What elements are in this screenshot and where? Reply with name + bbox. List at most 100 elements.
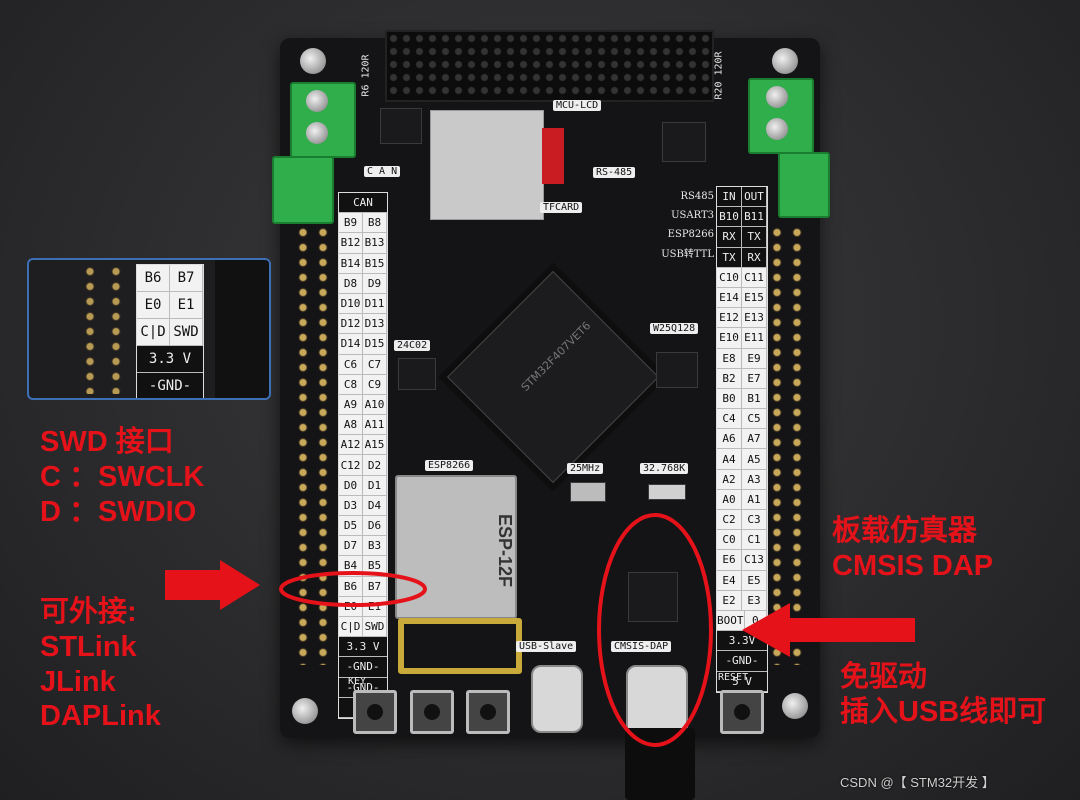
flash-chip [656, 352, 698, 388]
pin-label: D5 [339, 516, 363, 536]
power-pin-label: 5 V [717, 671, 767, 691]
pin-label: B15 [363, 253, 387, 273]
rs485-silk-label: RS-485 [593, 167, 636, 178]
esp-silk-label: ESP8266 [425, 460, 474, 471]
pin-label: A0 [717, 489, 742, 509]
corner-screw [782, 693, 808, 719]
pin-label: E12 [717, 308, 742, 328]
swd-title: SWD 接口 [40, 426, 174, 458]
pin-label: A7 [742, 429, 767, 449]
pin-label: C8 [339, 374, 363, 394]
can-transceiver-chip [380, 108, 422, 144]
pin-label: C10 [717, 267, 742, 287]
power-pin-label: -GND- [137, 373, 203, 398]
pin-label: A15 [363, 435, 387, 455]
pin-label: TX [742, 227, 767, 247]
tfcard-silk-label: TFCARD [540, 202, 583, 213]
swd-clk-line: C ：SWCLK [40, 460, 205, 493]
pin-label: E9 [742, 348, 767, 368]
pin-label: B8 [363, 213, 387, 233]
pin-label: RX [717, 227, 742, 247]
terminal-screw [766, 118, 788, 140]
pin-label: C|D [137, 319, 170, 345]
crystal-main-label: 25MHz [567, 463, 604, 474]
pin-label: C11 [742, 267, 767, 287]
onboard-debugger-annotation: 板载仿真器 CMSIS DAP [832, 514, 993, 584]
pin-label: D11 [363, 293, 387, 314]
swd-arrow [165, 560, 260, 610]
pin-label: A5 [742, 449, 767, 469]
pin-label: C13 [742, 550, 767, 570]
power-pin-label: 3.3 V [137, 346, 203, 372]
pin-label: E13 [742, 308, 767, 328]
pin-label: C12 [339, 455, 363, 475]
rs485-jumper-block [778, 152, 830, 218]
pin-label: TX [717, 247, 742, 267]
pin-label: A6 [717, 429, 742, 449]
power-pin-label: -GND- [339, 657, 387, 677]
flash-label: W25Q128 [650, 323, 699, 334]
pin-label: B6 [339, 576, 363, 596]
external-debugger-annotation: 可外接: STLink JLink DAPLink [40, 595, 161, 734]
driver-free-title: 免驱动 [840, 661, 928, 693]
can-silk-label: C A N [364, 166, 401, 177]
inset-board-edge [215, 260, 269, 398]
pin-label: B1 [742, 388, 767, 409]
pin-label: A9 [339, 394, 363, 415]
function-label: USART3 [671, 210, 714, 222]
pin-label: C5 [742, 409, 767, 429]
sd-card [542, 128, 564, 184]
pin-label: OUT [742, 187, 767, 207]
pin-label: D7 [339, 536, 363, 556]
driver-free-annotation: 免驱动 插入USB线即可 [840, 660, 1046, 730]
pin-label: A4 [717, 449, 742, 469]
reset-button [720, 690, 764, 734]
power-pin-row: 3.3 V [339, 637, 387, 658]
pin-label: B9 [339, 213, 363, 233]
pin-label: E6 [717, 550, 742, 570]
reset-label: RESET [718, 672, 749, 683]
pin-label: A2 [717, 469, 742, 489]
pin-label: C2 [717, 510, 742, 530]
pin-label: A12 [339, 435, 363, 455]
pin-label: B6 [137, 265, 170, 291]
swd-dio-line: D ：SWDIO [40, 495, 197, 528]
power-pin-row: -GND- [137, 373, 203, 398]
pin-label: D1 [363, 475, 387, 495]
pin-label: D3 [339, 495, 363, 515]
pin-label: A1 [742, 489, 767, 509]
pin-label: C9 [363, 374, 387, 394]
usb-dap-highlight-ellipse [597, 513, 713, 747]
pin-label: D8 [339, 273, 363, 293]
pin-label: RX [742, 247, 767, 267]
pin-label: D15 [363, 334, 387, 354]
right-pin-header-inner [770, 225, 784, 665]
driver-free-usb: 插入USB线即可 [840, 695, 1047, 728]
pin-label: D9 [363, 273, 387, 293]
pin-label: A8 [339, 415, 363, 435]
power-pin-row: -GND- [339, 657, 387, 678]
